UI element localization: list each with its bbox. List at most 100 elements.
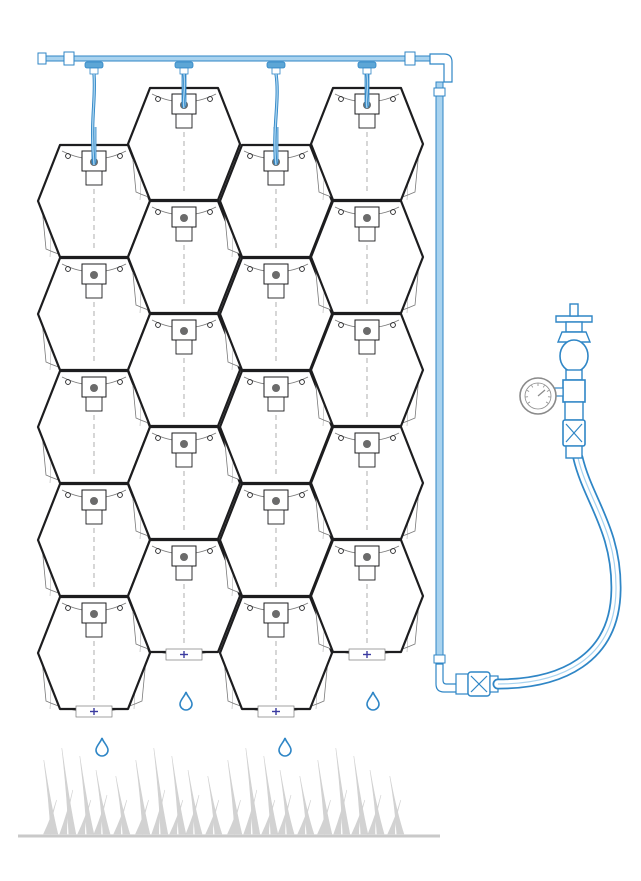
grass-blade [59,789,74,835]
planter-hole [207,435,213,441]
hexagonal-planter-icon [126,199,242,317]
grass-blade [77,799,92,835]
planter-hole [390,548,396,554]
regulator-body [564,401,584,421]
irrigation-pipework [37,51,622,697]
tee-fitting [357,61,377,69]
gauge-tick [542,385,545,388]
hose-tail [565,445,583,459]
grass-blade [151,789,166,835]
tap-outlet [565,369,583,381]
hexagonal-planter-icon [36,595,152,713]
connector-grip [470,675,488,693]
grass-blade [43,799,57,835]
pipe-end-cap [37,52,47,65]
grass-blade [187,769,203,835]
planter-hole [338,435,344,441]
planter-hole [117,379,123,385]
tap-body [559,339,589,373]
planter-clip-tab [358,339,376,355]
planter-drip-nozzle [180,440,188,448]
planter-drip-nozzle [363,440,371,448]
drip-feed-line-core [91,73,96,166]
grass-blade [335,747,351,835]
grass-blade [263,755,279,835]
planter-hole [65,492,71,498]
gauge-tick [545,401,549,404]
drip-tee [174,61,194,75]
gauge-tick [531,385,534,388]
hexagonal-planter-icon [218,256,334,374]
planter-hole [65,153,71,159]
hexagonal-planter-icon [36,482,152,600]
drip-drops [95,691,380,757]
grass-blade [93,794,108,835]
drip-tee [266,61,286,75]
planter-wall [36,70,425,718]
grass-blade [297,799,312,835]
planter-hole [155,209,161,215]
planter-clip-tab [267,396,285,412]
hexagonal-planter-icon [309,312,425,430]
hexagonal-planter-icon [126,425,242,543]
grass-blade [207,775,223,835]
planter-hole [390,322,396,328]
planter-clip-tab [85,622,103,638]
grass-blade [387,799,402,835]
planter-clip-tab [175,113,193,129]
hexagonal-planter-icon [36,256,152,374]
planter-hole [299,153,305,159]
grass-tuft-icon [43,747,131,835]
planter-drip-nozzle [363,327,371,335]
planter-hole [207,96,213,102]
grass-blade [79,755,95,835]
grass-tuft-icon [227,747,315,835]
hexagonal-planter-icon [36,369,152,487]
vertical-supply-pipe [435,81,444,667]
grass-blade [135,799,149,835]
planter-hole [247,153,253,159]
planter-clip-tab [175,226,193,242]
planter-drip-nozzle [180,553,188,561]
planter-hole [390,96,396,102]
tee-fitting [84,61,104,69]
planter-hole [207,548,213,554]
grass-blade [279,769,295,835]
planter-hole [247,266,253,272]
planter-drip-nozzle [363,553,371,561]
planter-drip-nozzle [90,271,98,279]
planter-drip-nozzle [272,271,280,279]
tee-fitting [174,61,194,69]
grass-blade [299,775,315,835]
planter-drip-nozzle [272,384,280,392]
hexagonal-planter-icon [126,538,242,656]
grass-blade [277,794,292,835]
gauge-tee [562,379,586,403]
drain-outlet [165,648,203,661]
drip-tee [357,61,377,75]
hexagonal-planter-icon [218,482,334,600]
planter-hole [65,379,71,385]
planter-hole [338,322,344,328]
main-distribution-pipe [41,55,435,62]
planter-drip-nozzle [180,327,188,335]
planter-clip-tab [358,226,376,242]
planter-hole [338,548,344,554]
tap-handle [555,315,593,323]
planter-hole [155,96,161,102]
drip-feed-line-core [365,73,369,109]
grass-tuft-icon [317,747,405,835]
grass-blade [369,769,385,835]
hose-connector [455,671,499,697]
planter-hole [65,266,71,272]
grass-blade [367,794,382,835]
tap-assembly [519,303,593,459]
tee-fitting [266,61,286,69]
grass-blade [171,755,187,835]
hexagonal-planter-icon [218,369,334,487]
pipe-elbow [435,663,459,693]
planter-drip-nozzle [90,610,98,618]
planter-hole [65,605,71,611]
